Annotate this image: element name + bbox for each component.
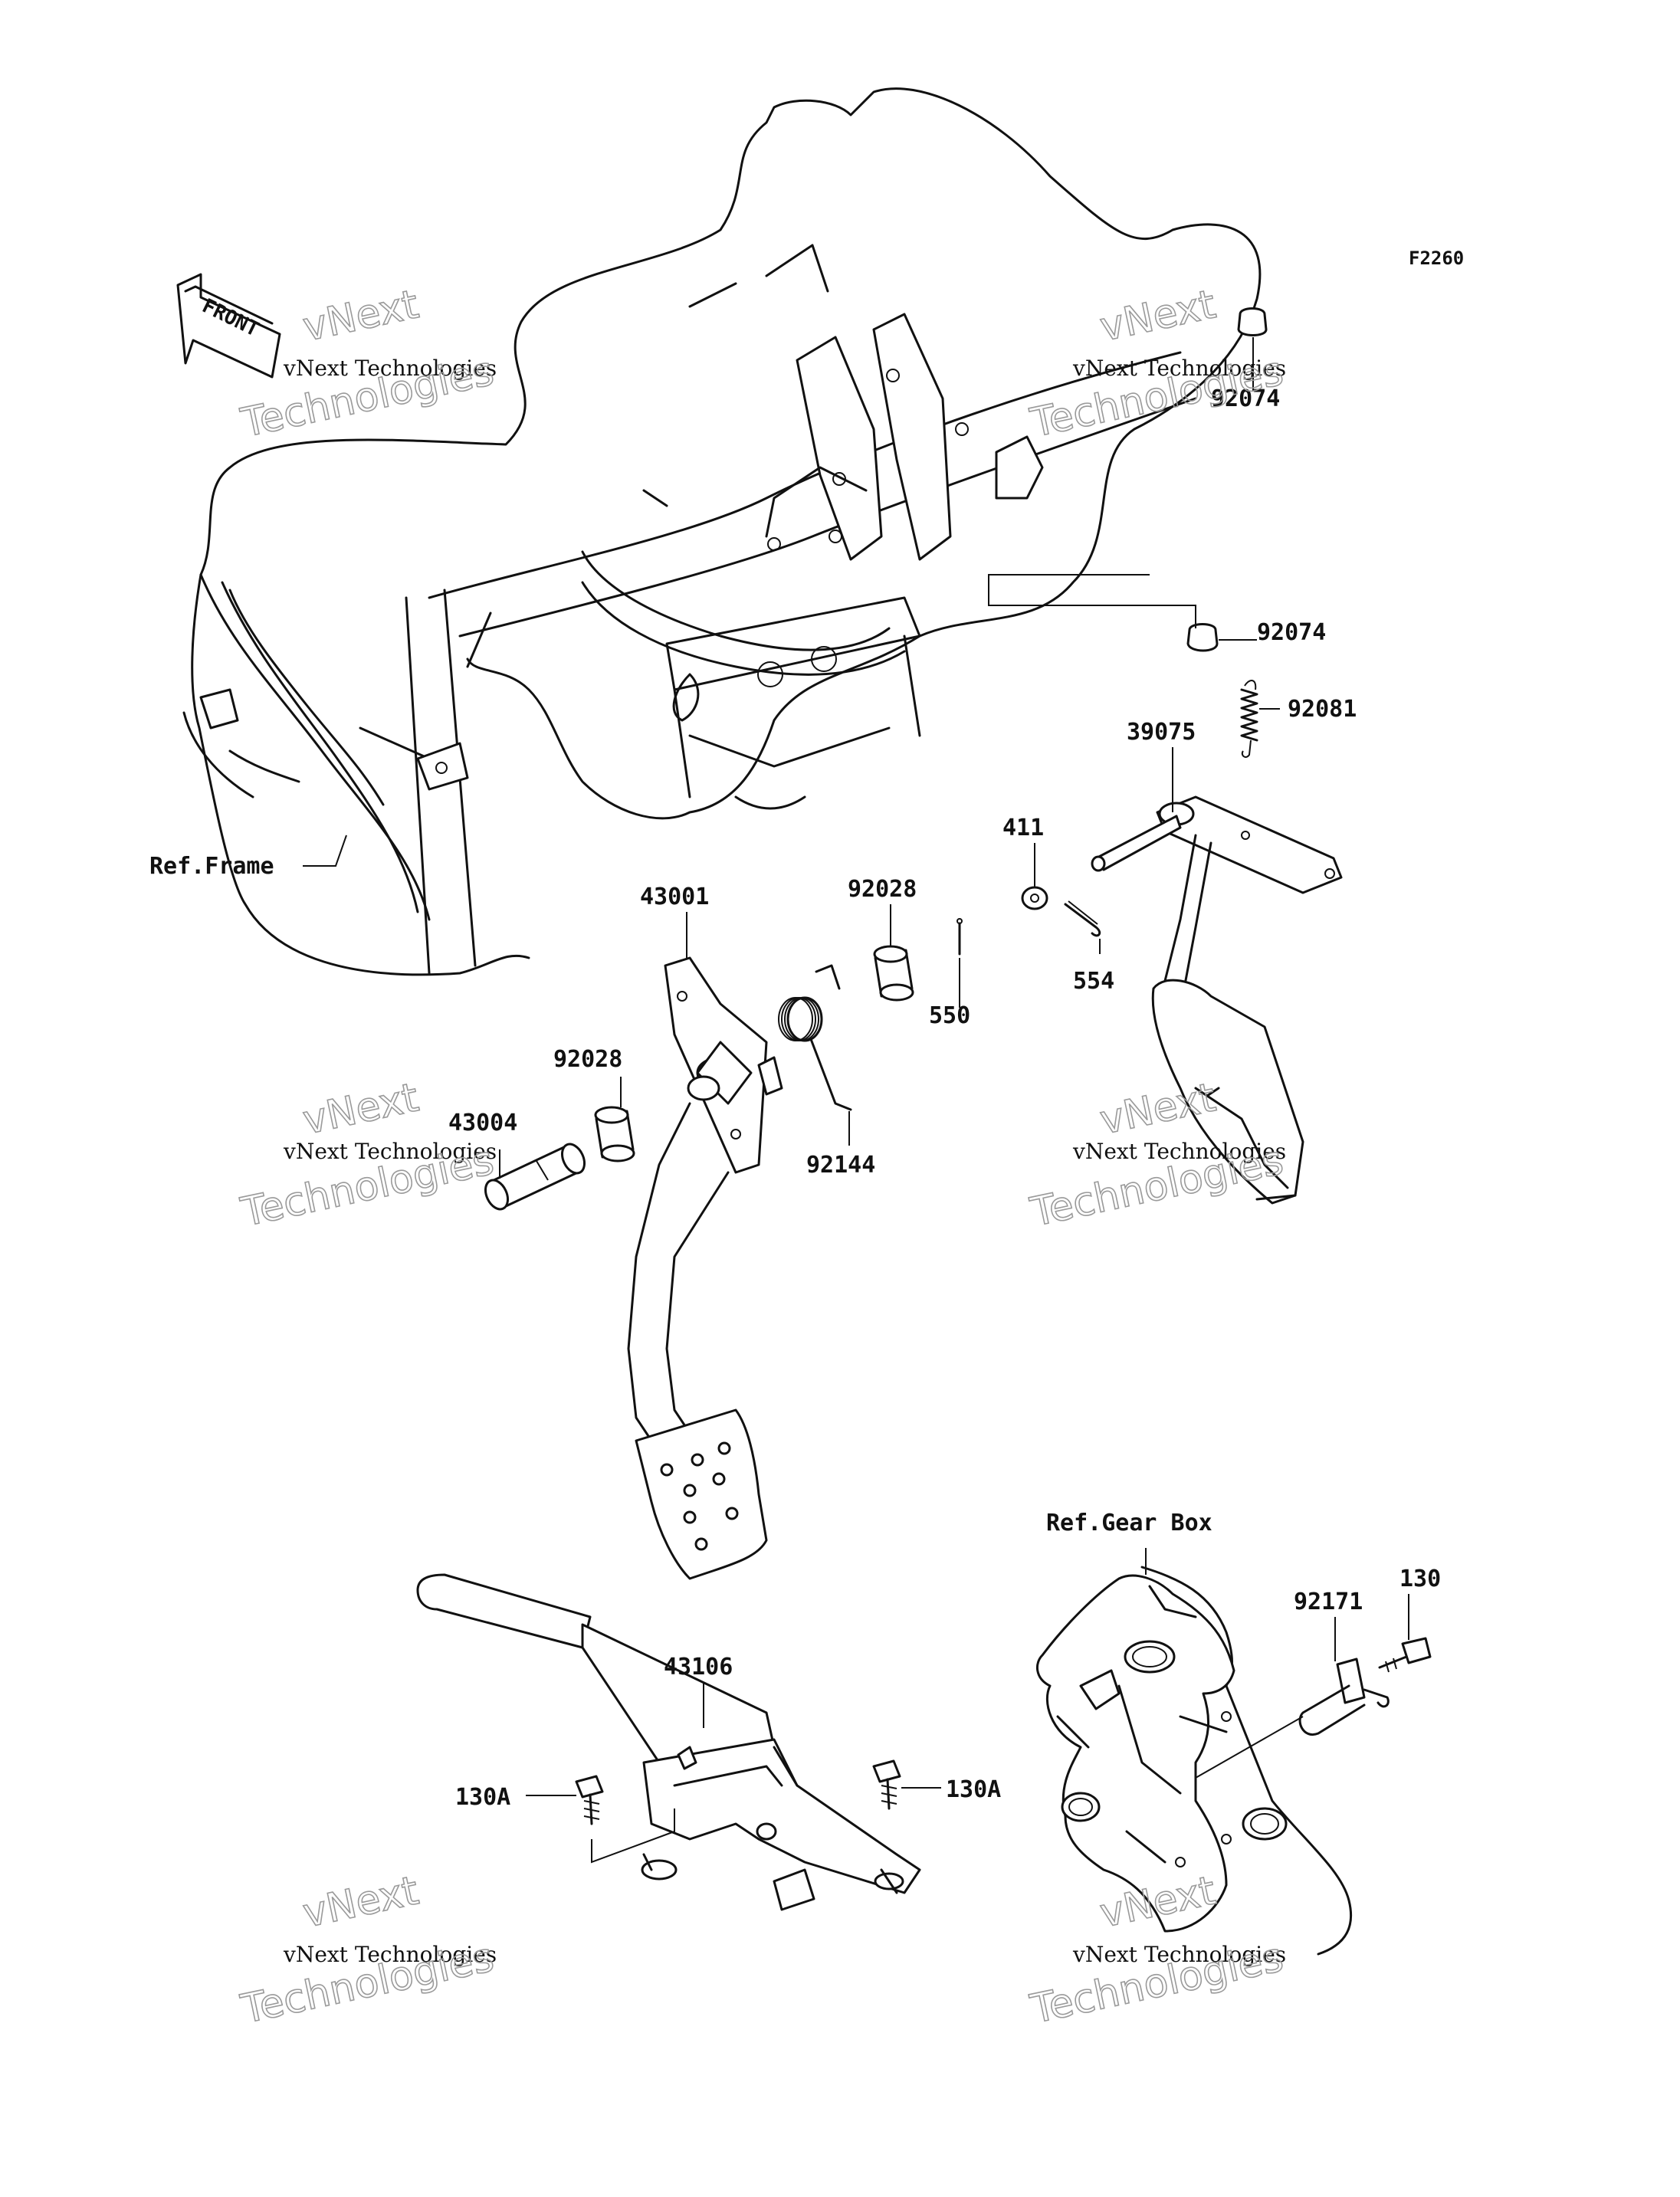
svg-text:vNext Technologies: vNext Technologies bbox=[283, 1942, 497, 1967]
bolt-130A-left bbox=[575, 1775, 604, 1825]
brake-pedal-43001 bbox=[627, 956, 783, 1580]
svg-text:vNext Technologies: vNext Technologies bbox=[283, 1139, 497, 1164]
grommet-92074-top bbox=[1237, 307, 1268, 336]
gear-box-assembly bbox=[1035, 1566, 1353, 1956]
svg-text:vNext: vNext bbox=[299, 281, 422, 350]
label-550: 550 bbox=[929, 1002, 970, 1029]
leader-lines bbox=[303, 337, 1409, 1864]
bolt-130 bbox=[1378, 1637, 1432, 1673]
label-43106: 43106 bbox=[664, 1654, 733, 1681]
bolt-130A-right bbox=[872, 1759, 901, 1810]
svg-text:vNext Technologies: vNext Technologies bbox=[1072, 1139, 1286, 1164]
svg-text:vNext Technologies: vNext Technologies bbox=[1072, 356, 1286, 381]
frame-assembly bbox=[182, 87, 1262, 976]
pin-550 bbox=[956, 918, 963, 956]
watermark-top-left: vNext vNext Technologies Technologies bbox=[236, 281, 498, 448]
label-92171: 92171 bbox=[1294, 1589, 1363, 1615]
front-arrow-icon: FRONT bbox=[176, 273, 281, 379]
bushing-92028-lower bbox=[594, 1106, 635, 1162]
label-92144: 92144 bbox=[806, 1152, 875, 1179]
clip-92171 bbox=[1195, 1658, 1390, 1779]
svg-text:vNext Technologies: vNext Technologies bbox=[283, 356, 497, 381]
spring-92081 bbox=[1240, 680, 1258, 758]
part-labels: F2260 92074 92074 92081 39075 411 554 55… bbox=[149, 248, 1464, 1811]
svg-text:vNext: vNext bbox=[299, 1867, 422, 1936]
label-92074: 92074 bbox=[1257, 619, 1326, 646]
label-ref-frame: Ref.Frame bbox=[149, 853, 274, 880]
svg-text:vNext: vNext bbox=[1096, 281, 1219, 350]
diagram-code: F2260 bbox=[1409, 248, 1464, 269]
label-130: 130 bbox=[1399, 1566, 1441, 1592]
washer-411 bbox=[1021, 886, 1048, 910]
bushing-92028-upper bbox=[873, 945, 914, 1002]
label-92081: 92081 bbox=[1288, 696, 1357, 723]
svg-text:vNext: vNext bbox=[1096, 1074, 1219, 1143]
label-411: 411 bbox=[1002, 815, 1044, 841]
svg-text:vNext: vNext bbox=[299, 1074, 422, 1143]
parking-lever-43106 bbox=[416, 1573, 921, 1911]
svg-text:vNext Technologies: vNext Technologies bbox=[1072, 1942, 1286, 1967]
watermark-bottom-right: vNext vNext Technologies Technologies bbox=[1025, 1867, 1288, 2034]
torsion-spring-92144 bbox=[778, 964, 852, 1111]
watermark-top-right: vNext vNext Technologies Technologies bbox=[1025, 281, 1288, 448]
label-43001: 43001 bbox=[640, 884, 709, 910]
label-554: 554 bbox=[1073, 968, 1114, 995]
label-ref-gear-box: Ref.Gear Box bbox=[1046, 1510, 1212, 1536]
watermark-mid-left: vNext vNext Technologies Technologies bbox=[236, 1074, 498, 1237]
svg-text:vNext: vNext bbox=[1096, 1867, 1219, 1936]
label-92074-top: 92074 bbox=[1211, 385, 1280, 412]
watermark-bottom-left: vNext vNext Technologies Technologies bbox=[236, 1867, 498, 2034]
label-92028-lower: 92028 bbox=[553, 1046, 622, 1073]
label-130A-right: 130A bbox=[946, 1776, 1001, 1803]
pivot-pin-43004 bbox=[484, 1143, 586, 1211]
label-43004: 43004 bbox=[448, 1110, 517, 1136]
label-39075: 39075 bbox=[1127, 719, 1196, 746]
cotter-pin-554 bbox=[1064, 900, 1101, 937]
grommet-92074 bbox=[1186, 623, 1219, 652]
label-130A-left: 130A bbox=[455, 1784, 510, 1811]
label-92028-upper: 92028 bbox=[848, 876, 917, 903]
pedal-arm-39075 bbox=[1091, 795, 1343, 1205]
